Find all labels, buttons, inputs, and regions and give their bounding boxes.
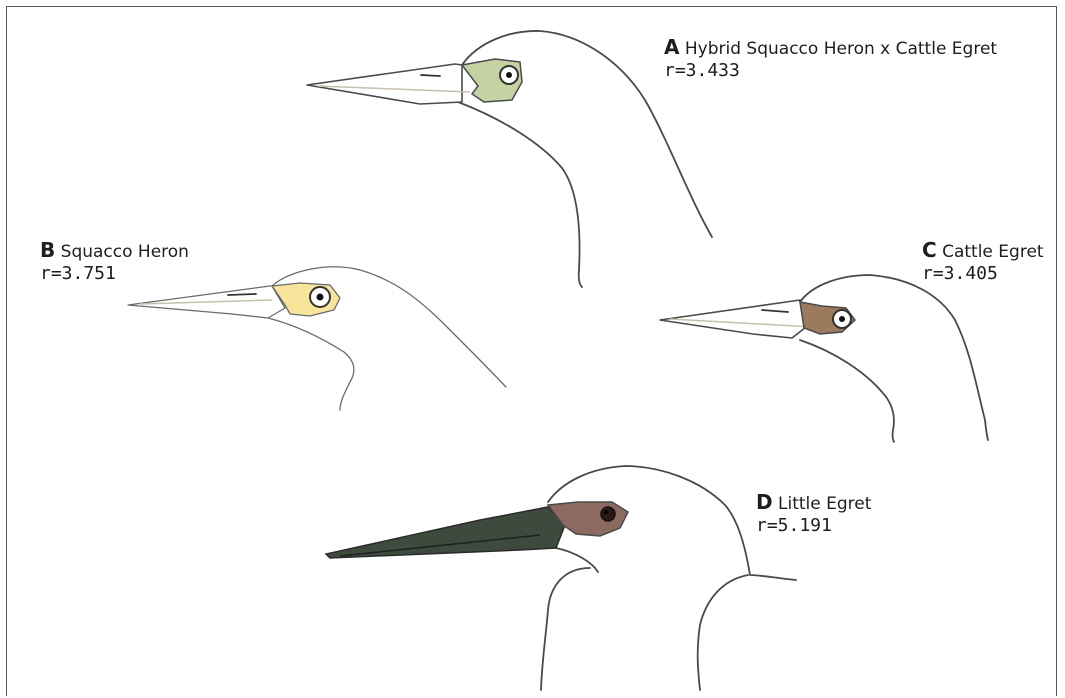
head-c-pupil: [839, 316, 845, 322]
head-a-hybrid: [307, 31, 712, 287]
label-a-letter: A: [664, 35, 679, 59]
head-d-pupil: [604, 510, 608, 514]
head-a-throat-outline: [458, 102, 582, 287]
head-a-bill: [307, 64, 462, 104]
head-d-neck-outline: [541, 568, 590, 690]
head-d-shoulder-outline: [698, 575, 748, 690]
label-c-letter: C: [922, 238, 937, 262]
label-c-ratio: r=3.405: [922, 263, 1044, 284]
label-d-ratio: r=5.191: [756, 515, 871, 536]
label-b-letter: B: [40, 238, 55, 262]
head-d-eye: [601, 507, 615, 521]
label-d-letter: D: [756, 490, 773, 514]
label-b-name: Squacco Heron: [61, 242, 189, 262]
head-d-little-egret: [326, 466, 796, 690]
label-a-name: Hybrid Squacco Heron x Cattle Egret: [685, 39, 997, 59]
label-d-name: Little Egret: [778, 494, 871, 514]
label-d: D Little Egret r=5.191: [756, 492, 871, 536]
head-c-cattle-egret: [660, 275, 988, 442]
label-a: A Hybrid Squacco Heron x Cattle Egret r=…: [664, 37, 997, 81]
label-c-name: Cattle Egret: [942, 242, 1043, 262]
label-a-ratio: r=3.433: [664, 60, 997, 81]
head-b-throat-outline: [268, 318, 354, 410]
label-b: B Squacco Heron r=3.751: [40, 240, 189, 284]
head-c-throat-outline: [800, 340, 894, 442]
head-a-pupil: [506, 72, 512, 78]
head-b-nostril: [228, 294, 256, 295]
head-b-squacco: [128, 267, 506, 410]
label-b-ratio: r=3.751: [40, 263, 189, 284]
head-d-bill: [326, 507, 565, 558]
head-a-nostril: [421, 75, 440, 76]
label-c: C Cattle Egret r=3.405: [922, 240, 1044, 284]
head-d-chin-outline: [556, 548, 598, 572]
head-b-pupil: [317, 294, 324, 301]
